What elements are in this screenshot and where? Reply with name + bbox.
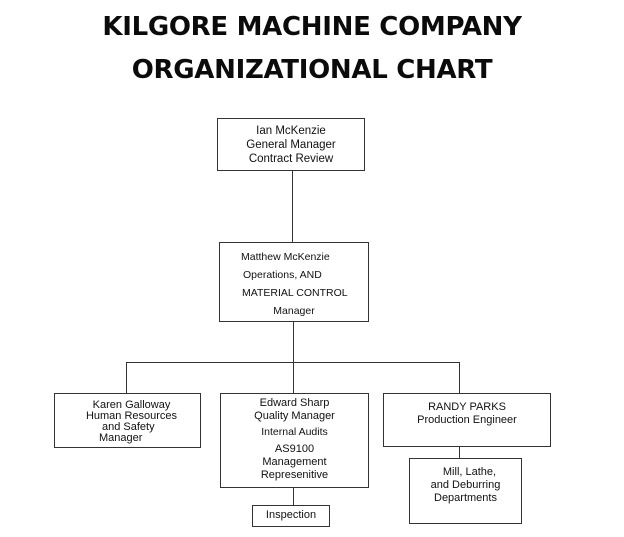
- node-hr-safety-manager: Karen Galloway Human Resources and Safet…: [54, 393, 201, 448]
- node-role: MATERIAL CONTROL: [242, 287, 348, 299]
- node-role: Human Resources: [85, 410, 178, 422]
- chart-title-line-2: ORGANIZATIONAL CHART: [131, 55, 493, 85]
- node-quality-manager: Edward Sharp Quality Manager Internal Au…: [220, 393, 369, 488]
- node-role: Operations, AND: [243, 269, 322, 281]
- node-name: Matthew McKenzie: [241, 251, 330, 263]
- node-label: Mill, Lathe,: [442, 466, 497, 478]
- node-role: Quality Manager: [254, 410, 335, 422]
- node-production-engineer: RANDY PARKS Production Engineer: [383, 393, 551, 447]
- node-label: Departments: [434, 492, 497, 504]
- edge-quality-to-inspection: [293, 487, 294, 505]
- node-role: Production Engineer: [417, 414, 517, 426]
- node-inspection: Inspection: [252, 505, 330, 527]
- node-label: Inspection: [265, 509, 317, 521]
- node-name: Edward Sharp: [259, 397, 330, 409]
- edge-to-quality: [293, 362, 294, 393]
- node-mill-lathe-deburring: Mill, Lathe, and Deburring Departments: [409, 458, 522, 524]
- node-name: RANDY PARKS: [428, 401, 506, 413]
- node-role: General Manager: [246, 139, 336, 151]
- node-name: Ian McKenzie: [256, 125, 326, 137]
- node-label: and Deburring: [430, 479, 501, 491]
- edge-production-to-mill: [459, 446, 460, 458]
- node-role: Represenitive: [260, 469, 329, 481]
- node-general-manager: Ian McKenzie General Manager Contract Re…: [217, 118, 365, 171]
- node-role: Manager: [99, 432, 143, 444]
- node-role: Internal Audits: [261, 426, 328, 438]
- node-role: Contract Review: [248, 153, 334, 165]
- node-role: AS9100: [274, 443, 315, 455]
- edge-operations-trunk: [293, 321, 294, 363]
- edge-general-to-operations: [292, 170, 293, 242]
- edge-to-hr-safety: [126, 362, 127, 393]
- node-operations-manager: Matthew McKenzie Operations, AND MATERIA…: [219, 242, 369, 322]
- node-role: Management: [262, 456, 327, 468]
- node-role: and Safety: [102, 421, 155, 433]
- node-role: Manager: [273, 305, 315, 317]
- edge-to-production: [459, 362, 460, 393]
- chart-title-line-1: KILGORE MACHINE COMPANY: [102, 12, 522, 42]
- node-name: Karen Galloway: [92, 399, 171, 411]
